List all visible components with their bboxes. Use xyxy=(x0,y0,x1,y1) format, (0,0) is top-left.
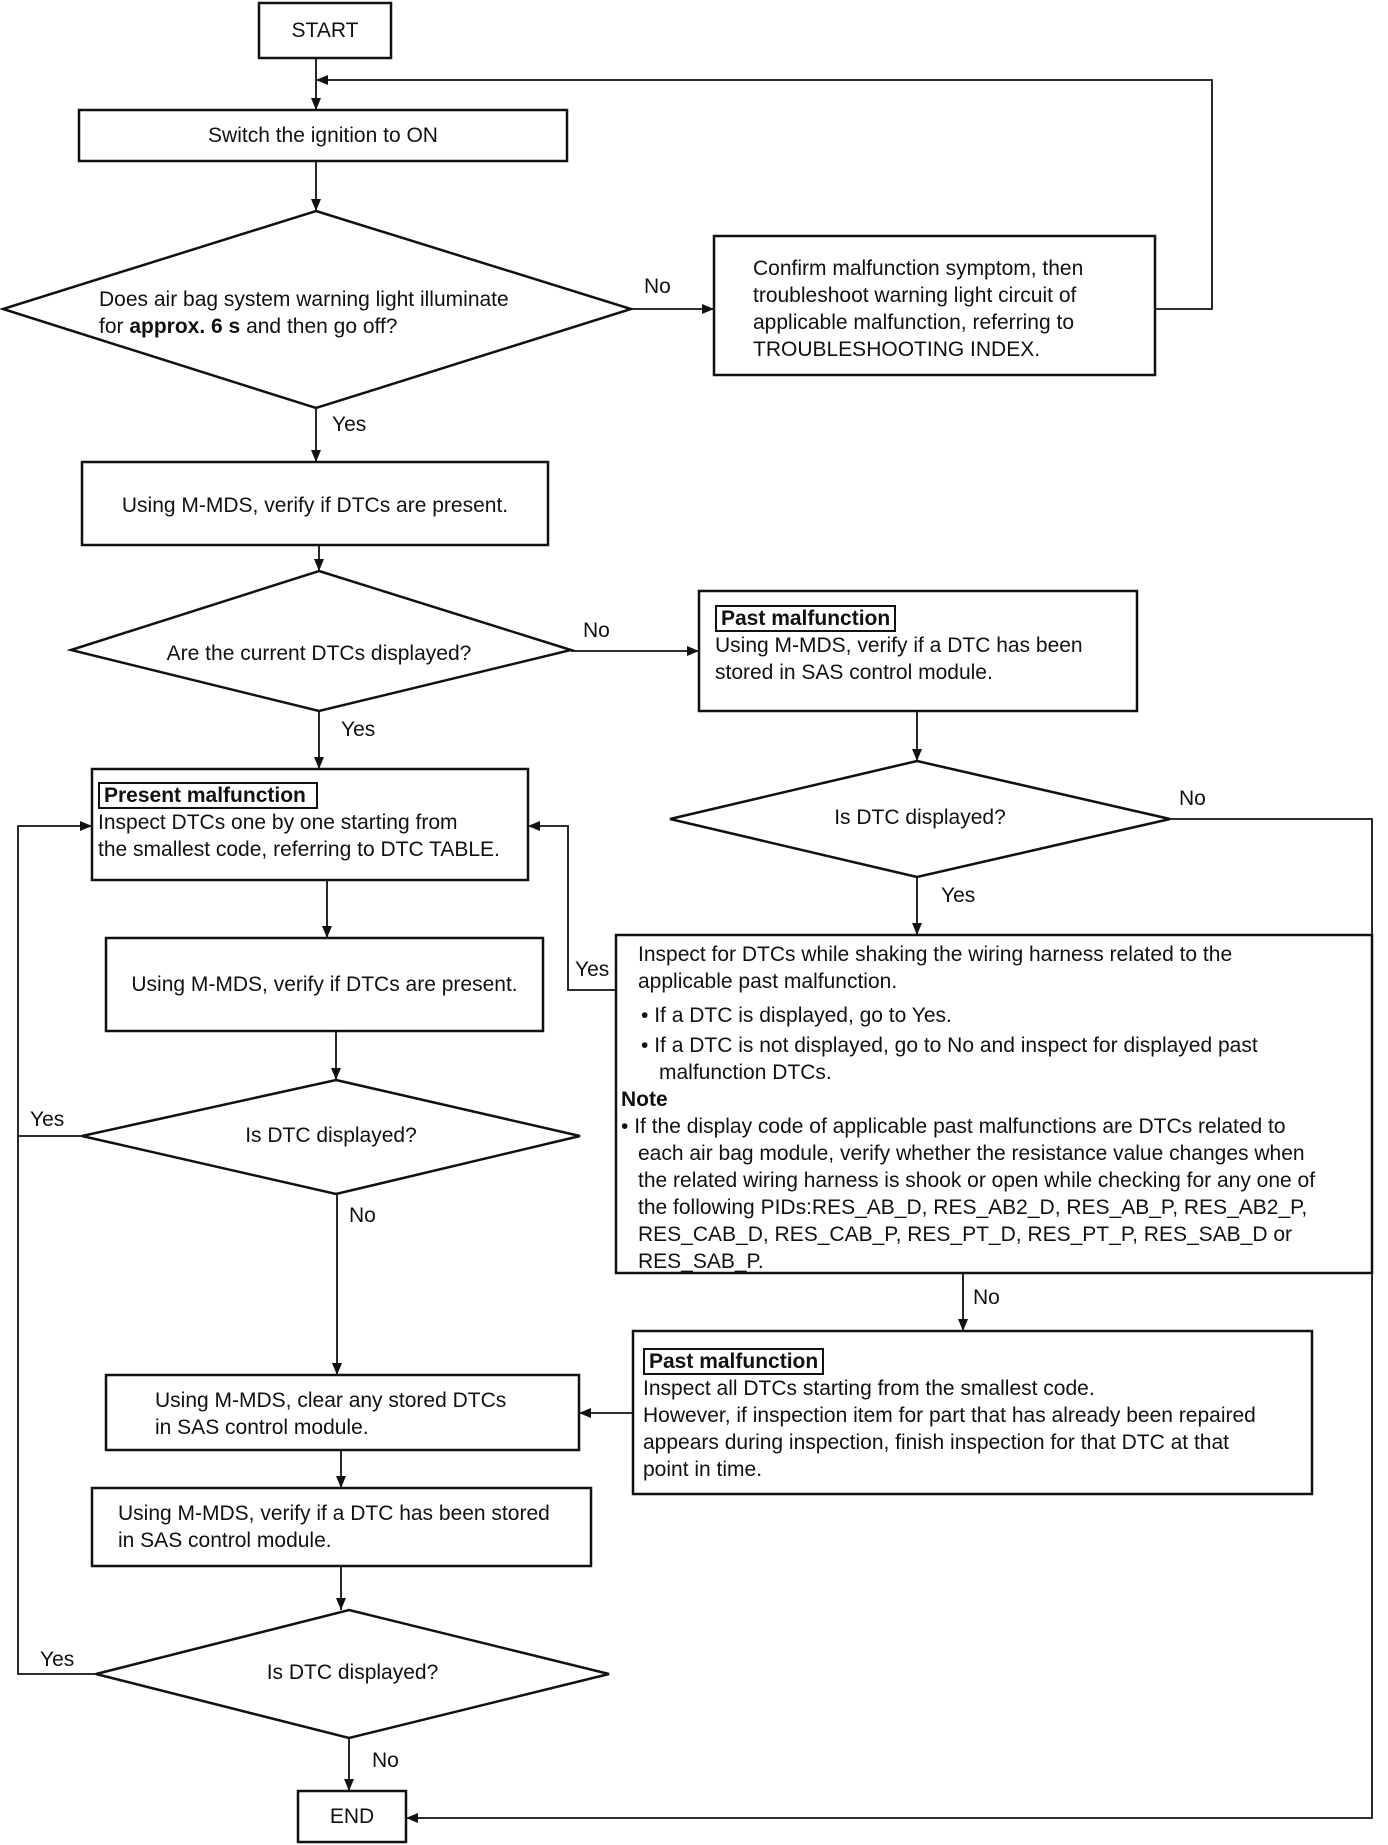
label-current-no: No xyxy=(583,619,610,642)
label-shake-yes: Yes xyxy=(575,958,610,981)
verify-present-box-2 xyxy=(104,936,545,1033)
note-line: RES_SAB_P. xyxy=(638,1250,764,1273)
past-malfunction-text-1: Past malfunction Using M-MDS, verify if … xyxy=(715,605,1083,686)
light-question-pre: for xyxy=(99,315,130,338)
light-question: Does air bag system warning light illumi… xyxy=(99,286,509,340)
past-malfunction-text-2: Past malfunction Inspect all DTCs starti… xyxy=(643,1348,1256,1483)
label-right-yes: Yes xyxy=(941,884,976,907)
clear-line: Using M-MDS, clear any stored DTCs xyxy=(155,1389,507,1412)
past-malfunction-tag-1: Past malfunction xyxy=(715,605,897,632)
clear-line: in SAS control module. xyxy=(155,1416,369,1439)
label-mid-no: No xyxy=(349,1204,376,1227)
end-label: END xyxy=(329,1805,375,1828)
dtc-question-bottom: Is DTC displayed? xyxy=(266,1661,439,1684)
past1-line: Using M-MDS, verify if a DTC has been xyxy=(715,634,1083,657)
bullet-text: If a DTC is not displayed, go to No and … xyxy=(654,1034,1258,1057)
clear-dtc-text: Using M-MDS, clear any stored DTCs in SA… xyxy=(155,1387,506,1441)
dtc-question-right: Is DTC displayed? xyxy=(834,806,1006,829)
bullet-text: If a DTC is displayed, go to Yes. xyxy=(654,1004,952,1027)
bullet-glyph: • xyxy=(641,1034,649,1057)
label-mid-yes: Yes xyxy=(30,1108,65,1131)
shake-bullet-2: • If a DTC is not displayed, go to No an… xyxy=(621,1032,1315,1059)
present-malfunction-text: Present malfunction Inspect DTCs one by … xyxy=(98,782,500,863)
confirm-text: Confirm malfunction symptom, then troubl… xyxy=(753,255,1083,363)
present-line: Inspect DTCs one by one starting from xyxy=(98,811,458,834)
note-line: the following PIDs:RES_AB_D, RES_AB2_D, … xyxy=(638,1196,1308,1219)
label-right-no: No xyxy=(1179,787,1206,810)
shake-inspection-text: Inspect for DTCs while shaking the wirin… xyxy=(621,941,1315,1275)
confirm-line: applicable malfunction, referring to xyxy=(753,311,1075,334)
bullet-glyph: • xyxy=(621,1115,629,1138)
current-dtc-question: Are the current DTCs displayed? xyxy=(166,642,472,665)
label-shake-no: No xyxy=(973,1286,1000,1309)
shake-line: applicable past malfunction. xyxy=(638,970,898,993)
past-malfunction-tag-2: Past malfunction xyxy=(643,1348,825,1375)
note-line: the related wiring harness is shook or o… xyxy=(638,1169,1316,1192)
past1-line: stored in SAS control module. xyxy=(715,661,993,684)
arrow-mid-yes xyxy=(17,821,92,1137)
label-current-yes: Yes xyxy=(341,718,376,741)
verify-stored-line: Using M-MDS, verify if a DTC has been st… xyxy=(118,1502,550,1525)
confirm-line: Confirm malfunction symptom, then xyxy=(753,257,1084,280)
verify-present-text-1: Using M-MDS, verify if DTCs are present. xyxy=(121,494,509,517)
start-terminal xyxy=(257,1,393,60)
arrow-confirm-loop xyxy=(316,75,1213,310)
note-line: each air bag module, verify whether the … xyxy=(638,1142,1305,1165)
past2-line: Inspect all DTCs starting from the small… xyxy=(643,1377,1095,1400)
label-light-no: No xyxy=(644,275,671,298)
ignition-text: Switch the ignition to ON xyxy=(208,124,438,147)
arrow-right-no-to-end xyxy=(406,818,1373,1823)
label-bottom-yes: Yes xyxy=(40,1648,75,1671)
shake-bullet-2-cont: malfunction DTCs. xyxy=(659,1061,832,1084)
light-question-line2: for approx. 6 s and then go off? xyxy=(99,313,509,340)
shake-bullet-1: • If a DTC is displayed, go to Yes. xyxy=(621,1002,1315,1029)
confirm-box xyxy=(712,234,1157,377)
verify-stored-line: in SAS control module. xyxy=(118,1529,332,1552)
light-question-post: and then go off? xyxy=(240,315,398,338)
past2-line: appears during inspection, finish inspec… xyxy=(643,1431,1229,1454)
dtc-question-mid: Is DTC displayed? xyxy=(245,1124,417,1147)
label-bottom-no: No xyxy=(372,1749,399,1772)
ignition-box xyxy=(77,108,569,163)
note-line: • If the display code of applicable past… xyxy=(621,1113,1315,1140)
light-question-duration: approx. 6 s xyxy=(129,315,241,338)
note-text: If the display code of applicable past m… xyxy=(634,1115,1286,1138)
shake-line: Inspect for DTCs while shaking the wirin… xyxy=(638,943,1233,966)
verify-stored-text: Using M-MDS, verify if a DTC has been st… xyxy=(118,1500,550,1554)
present-malfunction-tag: Present malfunction xyxy=(98,782,318,809)
start-label: START xyxy=(291,19,359,42)
dtc-decision-mid xyxy=(81,1078,581,1196)
note-title: Note xyxy=(621,1088,668,1111)
arrow-bottom-yes xyxy=(17,1136,96,1675)
verify-present-text-2: Using M-MDS, verify if DTCs are present. xyxy=(131,973,518,996)
arrow-shake-yes xyxy=(528,821,616,991)
light-question-line1: Does air bag system warning light illumi… xyxy=(99,288,509,311)
note-line: RES_CAB_D, RES_CAB_P, RES_PT_D, RES_PT_P… xyxy=(638,1223,1293,1246)
confirm-line: troubleshoot warning light circuit of xyxy=(753,284,1077,307)
bullet-glyph: • xyxy=(641,1004,649,1027)
label-light-yes: Yes xyxy=(332,413,367,436)
confirm-line: TROUBLESHOOTING INDEX. xyxy=(753,338,1041,361)
past2-line: point in time. xyxy=(643,1458,763,1481)
past2-line: However, if inspection item for part tha… xyxy=(643,1404,1256,1427)
verify-present-box-1 xyxy=(80,460,550,547)
present-line: the smallest code, referring to DTC TABL… xyxy=(98,838,500,861)
